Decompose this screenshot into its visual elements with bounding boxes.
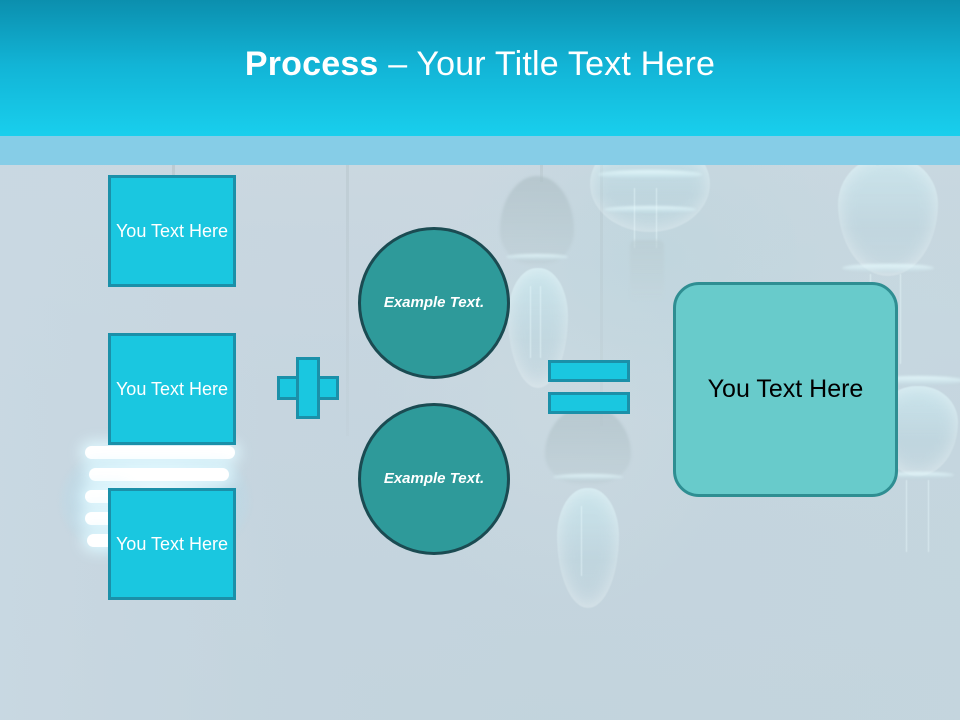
- equals-bottom-bar: [548, 392, 630, 414]
- example-circle-2[interactable]: Example Text.: [358, 403, 510, 555]
- title-light-part: – Your Title Text Here: [378, 45, 716, 83]
- example-circle-1[interactable]: Example Text.: [358, 227, 510, 379]
- input-box-3[interactable]: You Text Here: [108, 488, 236, 600]
- input-box-3-label: You Text Here: [115, 533, 229, 554]
- plus-center-fill: [299, 379, 317, 397]
- bulb-cord: [172, 136, 175, 196]
- example-circle-1-label: Example Text.: [383, 294, 485, 312]
- example-circle-2-label: Example Text.: [383, 470, 485, 488]
- page-title: Process – Your Title Text Here: [0, 45, 960, 84]
- title-strong-part: Process: [244, 45, 379, 83]
- result-box-label: You Text Here: [707, 375, 864, 403]
- input-box-2[interactable]: You Text Here: [108, 333, 236, 445]
- input-box-2-label: You Text Here: [115, 378, 229, 399]
- bulb-cord: [346, 136, 349, 436]
- equals-top-bar: [548, 360, 630, 382]
- input-box-1-label: You Text Here: [115, 220, 229, 241]
- header-band: [0, 0, 960, 136]
- bulb-cord: [600, 136, 603, 426]
- input-box-1[interactable]: You Text Here: [108, 175, 236, 287]
- result-box[interactable]: You Text Here: [673, 282, 898, 497]
- plus-sign-icon: [277, 357, 339, 419]
- equals-sign-icon: [548, 360, 630, 414]
- header-subband: [0, 136, 960, 165]
